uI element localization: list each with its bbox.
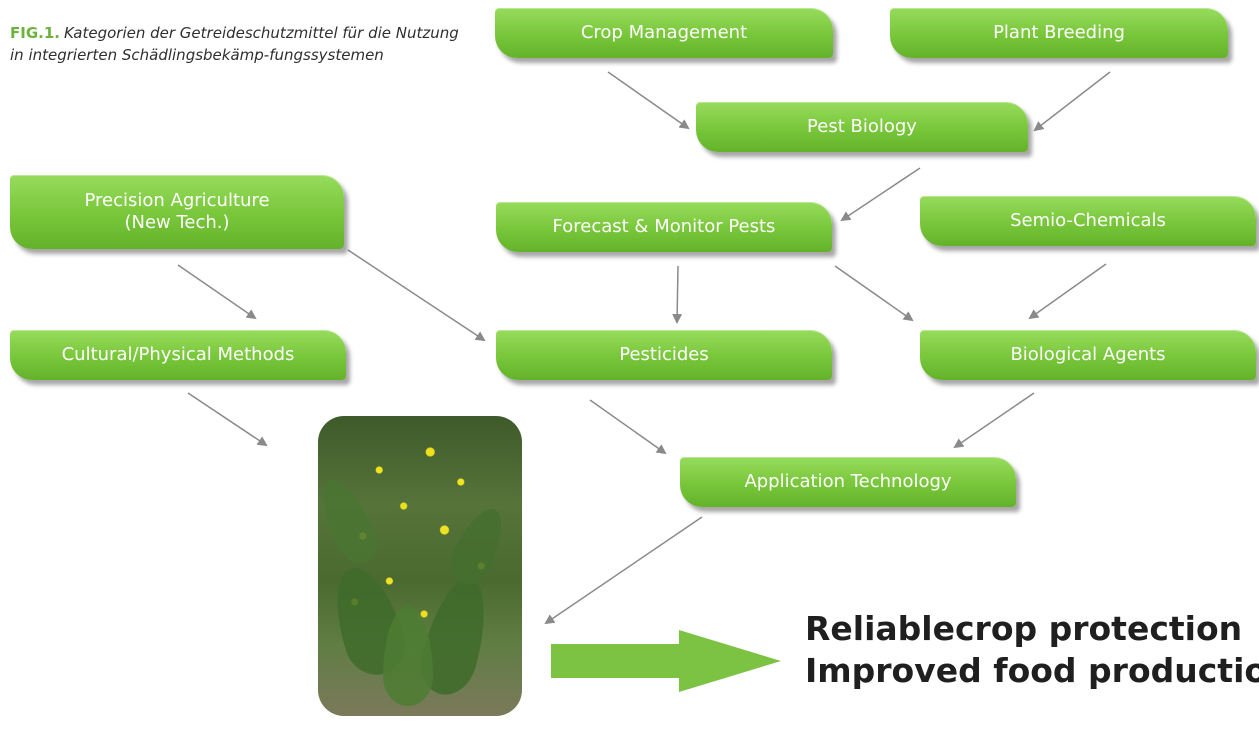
node-semio-chemicals-label: Semio-Chemicals (1010, 210, 1166, 231)
arrow-precision-to-pesticides (347, 249, 486, 342)
node-cultural-physical-methods: Cultural/Physical Methods (10, 330, 346, 380)
outcome-line-1: Reliablecrop protection (805, 609, 1243, 648)
rapeseed-crop-photo (318, 416, 522, 716)
node-precision-agriculture-label: Precision Agriculture (84, 190, 270, 211)
node-pest-biology: Pest Biology (696, 102, 1028, 152)
arrow-pest-biology-to-forecast (840, 167, 921, 222)
node-plant-breeding: Plant Breeding (890, 8, 1228, 58)
node-biological-agents: Biological Agents (920, 330, 1256, 380)
node-crop-management: Crop Management (495, 8, 833, 58)
arrow-forecast-to-pesticides (672, 265, 683, 324)
arrow-cultural-to-photo (187, 392, 268, 447)
figure-label: FIG.1. (10, 24, 60, 42)
outcome-text: Reliablecrop protection Improved food pr… (805, 608, 1259, 692)
outcome-line-2: Improved food production (805, 651, 1259, 690)
big-green-arrow (551, 630, 781, 692)
node-cultural-physical-methods-label: Cultural/Physical Methods (61, 344, 295, 365)
arrow-semio-to-biological (1028, 263, 1107, 320)
node-precision-agriculture: Precision Agriculture (New Tech.) (10, 175, 344, 249)
arrow-application-to-photo (544, 516, 703, 625)
arrow-precision-to-cultural (177, 264, 257, 320)
node-application-technology-label: Application Technology (744, 471, 952, 492)
node-crop-management-label: Crop Management (580, 22, 748, 43)
arrow-pesticides-to-application (589, 399, 667, 455)
figure-caption: FIG.1.Kategorien der Getreideschutzmitte… (10, 22, 460, 66)
arrow-crop-management-to-pest-biology (607, 71, 690, 130)
figure-caption-text: Kategorien der Getreideschutzmittel für … (10, 24, 459, 64)
arrow-plant-breeding-to-pest-biology (1033, 71, 1111, 132)
node-pesticides: Pesticides (496, 330, 832, 380)
arrow-forecast-to-biological (834, 265, 914, 322)
node-application-technology: Application Technology (680, 457, 1016, 507)
node-pest-biology-label: Pest Biology (807, 116, 917, 137)
node-precision-agriculture-sublabel: (New Tech.) (124, 212, 230, 233)
node-plant-breeding-label: Plant Breeding (993, 22, 1125, 43)
node-semio-chemicals: Semio-Chemicals (920, 196, 1256, 246)
node-pesticides-label: Pesticides (619, 344, 709, 365)
arrow-biological-to-application (953, 392, 1035, 449)
node-biological-agents-label: Biological Agents (1010, 344, 1166, 365)
node-forecast-monitor-pests: Forecast & Monitor Pests (496, 202, 832, 252)
node-forecast-monitor-pests-label: Forecast & Monitor Pests (552, 216, 776, 237)
